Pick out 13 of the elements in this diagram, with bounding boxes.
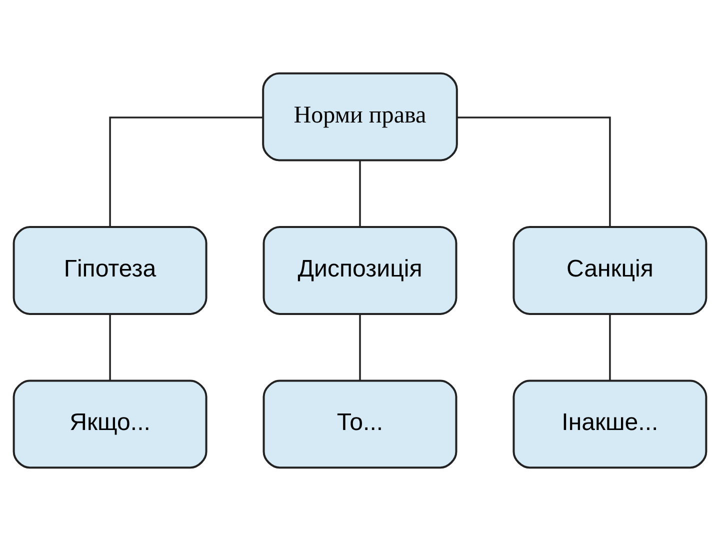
- node-box: Інакше...: [512, 379, 708, 468]
- connector: [609, 314, 611, 380]
- connector: [457, 116, 611, 227]
- node-box: Норми права: [262, 72, 458, 161]
- connector: [359, 160, 361, 226]
- node-box: Гіпотеза: [12, 226, 208, 314]
- node-box: То...: [262, 379, 458, 468]
- connector: [109, 314, 111, 380]
- connector: [359, 314, 361, 380]
- node-box: Санкція: [512, 226, 708, 314]
- node-box: Диспозиція: [262, 226, 458, 314]
- node-box: Якщо...: [12, 379, 208, 468]
- connector: [109, 116, 263, 227]
